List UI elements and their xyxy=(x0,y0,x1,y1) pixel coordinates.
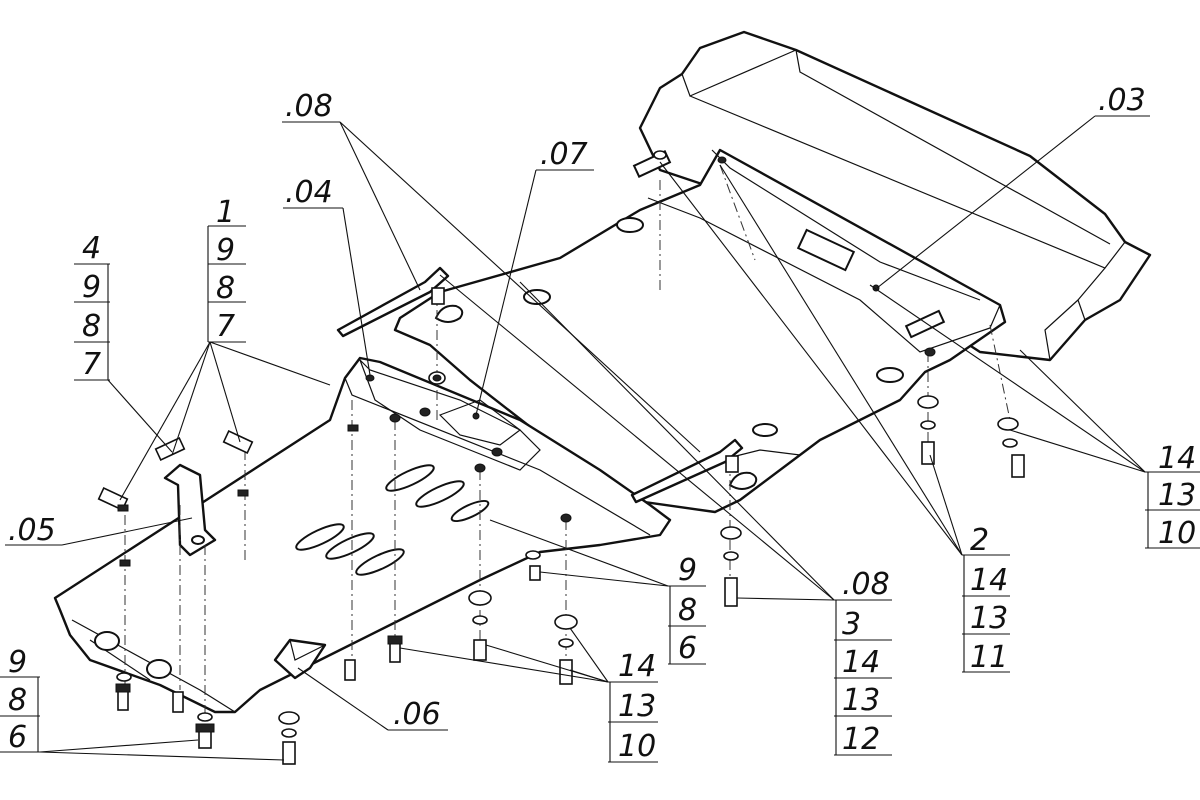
bolt xyxy=(559,659,573,685)
callout-stack-9-8-6-middle: 9 8 6 xyxy=(668,553,706,666)
stack-e-item-4: 13 xyxy=(842,683,880,718)
stack-g-item-3: 10 xyxy=(618,729,656,764)
bolt xyxy=(1011,454,1025,478)
stack-b-item-1: 4 xyxy=(82,231,101,266)
stack-d-item-3: 13 xyxy=(970,601,1008,636)
callout-stack-08-3-14-13-12: .08 3 14 13 12 xyxy=(834,567,892,757)
label-04: .04 xyxy=(285,175,333,210)
stack-h-item-2: 8 xyxy=(8,683,27,718)
stack-c-item-1: 14 xyxy=(1158,441,1196,476)
stack-g-item-1: 14 xyxy=(618,649,656,684)
bolt xyxy=(282,741,296,765)
stack-e-item-3: 14 xyxy=(842,645,880,680)
bolt xyxy=(387,635,403,663)
callout-stack-2-14-13-11: 2 14 13 11 xyxy=(962,523,1010,675)
bolt xyxy=(529,565,541,581)
callout-08-top: .08 xyxy=(285,89,333,124)
label-08-top: .08 xyxy=(285,89,333,124)
stack-c-item-3: 10 xyxy=(1158,516,1196,551)
label-03: .03 xyxy=(1098,83,1146,118)
stack-h-item-3: 6 xyxy=(8,720,27,755)
callout-05: .05 xyxy=(8,513,56,548)
part-07-middle-plate xyxy=(393,148,1007,514)
bolt xyxy=(172,691,184,713)
leader-lines xyxy=(5,115,1150,761)
label-07: .07 xyxy=(540,137,588,172)
callout-03: .03 xyxy=(1098,83,1146,118)
part-04-front-plate xyxy=(53,356,672,714)
part-08-strap-left xyxy=(336,266,450,338)
stack-d-item-1: 2 xyxy=(970,523,989,558)
bolt xyxy=(473,639,487,661)
assembly-axes xyxy=(124,164,1011,730)
stack-e-item-1: .08 xyxy=(842,567,890,602)
stack-d-item-4: 11 xyxy=(970,640,1008,675)
stack-a-item-2: 9 xyxy=(216,233,235,268)
callout-stack-14-13-10-right: 14 13 10 xyxy=(1145,441,1200,551)
stack-a-item-1: 1 xyxy=(216,195,235,230)
stack-b-item-2: 9 xyxy=(82,270,101,305)
callout-06: .06 xyxy=(393,697,441,732)
bolt xyxy=(724,577,738,607)
stack-b-item-3: 8 xyxy=(82,309,101,344)
bolt xyxy=(725,455,739,473)
stack-f-item-2: 8 xyxy=(678,593,697,628)
stack-a-item-3: 8 xyxy=(216,271,235,306)
callout-stack-14-13-10-bottom: 14 13 10 xyxy=(608,649,658,764)
stack-c-item-2: 13 xyxy=(1158,478,1196,513)
bolt xyxy=(431,287,445,305)
label-06: .06 xyxy=(393,697,441,732)
stack-a-item-4: 7 xyxy=(216,309,235,344)
part-05-bracket xyxy=(163,463,217,557)
bolt xyxy=(195,723,215,749)
hardware-fasteners xyxy=(97,150,1025,765)
callout-04: .04 xyxy=(285,175,333,210)
stack-e-item-2: 3 xyxy=(842,607,861,642)
callout-stack-4-9-8-7: 4 9 8 7 xyxy=(74,231,110,382)
stack-h-item-1: 9 xyxy=(8,645,27,680)
stack-e-item-5: 12 xyxy=(842,722,880,757)
part-08-strap-right xyxy=(630,438,744,504)
callout-07: .07 xyxy=(540,137,588,172)
callout-stack-9-8-6-left: 9 8 6 xyxy=(0,645,40,755)
stack-b-item-4: 7 xyxy=(82,347,101,382)
stack-g-item-2: 13 xyxy=(618,689,656,724)
stack-f-item-3: 6 xyxy=(678,631,697,666)
stack-d-item-2: 14 xyxy=(970,563,1008,598)
stack-f-item-1: 9 xyxy=(678,553,697,588)
bolt xyxy=(115,683,131,711)
callout-stack-1-9-8-7: 1 9 8 7 xyxy=(207,195,246,344)
bolt xyxy=(344,659,356,681)
label-05: .05 xyxy=(8,513,56,548)
part-06-bracket xyxy=(273,638,327,680)
